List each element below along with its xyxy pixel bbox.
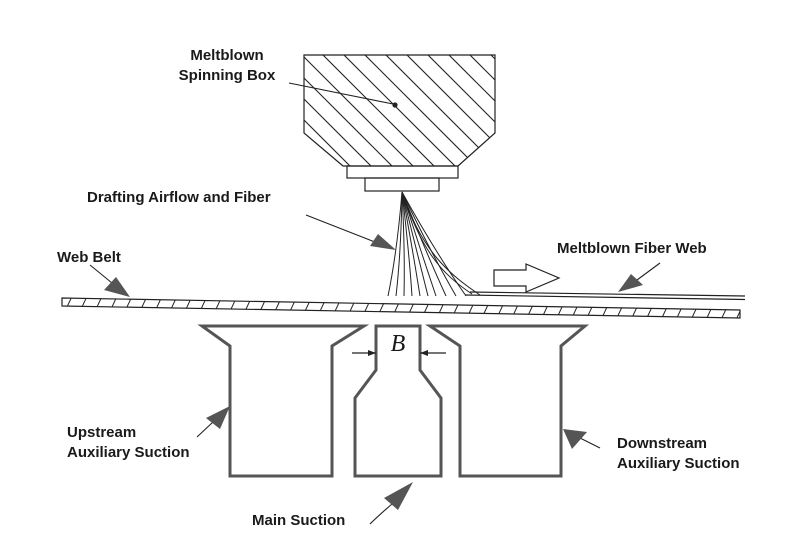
- die-block-upper: [346, 165, 459, 179]
- spinning-box-hatch-line: [304, 55, 407, 166]
- belt-hatch-line: [494, 298, 510, 318]
- label-spinning-box-line2: Spinning Box: [179, 67, 276, 84]
- gap-dimension-label: B: [391, 331, 406, 357]
- label-fiber-web: Meltblown Fiber Web: [557, 240, 707, 257]
- spinning-box-hatch-line: [560, 40, 700, 180]
- belt-hatch-line: [209, 298, 225, 318]
- spinning-box: [303, 40, 700, 192]
- arrowhead-main-suction: [384, 482, 413, 510]
- spinning-box-hatch-line: [391, 55, 495, 166]
- belt-hatch-line: [629, 298, 645, 318]
- belt-hatch-line: [254, 298, 270, 318]
- label-spinning-box-line1: Meltblown: [190, 47, 263, 64]
- arrowhead-upstream: [206, 406, 230, 429]
- die-block-lower: [364, 177, 440, 192]
- leader-spinning-box: [288, 82, 394, 105]
- belt-hatch-line: [464, 298, 480, 318]
- leader-upstream: [196, 421, 214, 438]
- belt-hatch-line: [344, 298, 360, 318]
- labels: Meltblown Spinning Box Drafting Airflow …: [57, 47, 740, 529]
- belt-hatch-line: [479, 298, 495, 318]
- belt-hatch-line: [404, 298, 420, 318]
- fiber-strand: [395, 191, 403, 297]
- belt-hatch-line: [314, 298, 330, 318]
- spinning-box-hatch-line: [412, 55, 495, 166]
- label-main-suction: Main Suction: [252, 512, 345, 529]
- leader-main-suction: [369, 503, 393, 525]
- spinning-box-hatch-line: [349, 55, 491, 166]
- label-upstream-line1: Upstream: [67, 424, 136, 441]
- fiber-strand: [401, 191, 405, 297]
- belt-hatch-line: [299, 298, 315, 318]
- arrowhead-fiber-web: [618, 274, 643, 292]
- fiber-strand: [387, 191, 403, 297]
- spinning-box-hatch-line: [433, 55, 495, 166]
- web-direction-arrow: [493, 263, 561, 293]
- belt-hatch-line: [614, 298, 630, 318]
- web-belt: [61, 297, 741, 319]
- spinning-box-hatch-line: [454, 55, 495, 166]
- fiber-strand: [401, 191, 413, 297]
- leader-lines: [89, 82, 661, 525]
- spinning-box-hatch-line: [475, 55, 495, 166]
- spinning-box-hatch-line: [539, 40, 679, 180]
- spinning-box-hatch-line: [370, 55, 495, 166]
- arrowhead-downstream: [563, 429, 587, 449]
- leader-web-belt: [89, 264, 113, 284]
- spinning-box-center-dot: [392, 102, 398, 108]
- spinning-box-hatch-line: [328, 55, 470, 166]
- belt-hatch-line: [269, 298, 285, 318]
- downstream-auxiliary-suction: [425, 324, 590, 478]
- fiber-strand: [401, 191, 467, 297]
- belt-hatch-line: [419, 298, 435, 318]
- belt-hatch-line: [449, 298, 465, 318]
- leader-airflow: [305, 214, 381, 245]
- label-downstream-line2: Auxiliary Suction: [617, 455, 740, 472]
- belt-hatch-line: [224, 298, 240, 318]
- belt-hatch-line: [194, 298, 210, 318]
- belt-hatch-line: [374, 298, 390, 318]
- belt-hatch-line: [329, 298, 345, 318]
- leader-downstream: [579, 437, 601, 449]
- spinning-box-hatch-line: [497, 40, 637, 180]
- spinning-box-hatch: [304, 40, 700, 180]
- belt-hatch-line: [659, 298, 675, 318]
- fiber-strand-curve: [401, 191, 481, 296]
- belt-hatch-line: [284, 298, 300, 318]
- arrowhead-airflow: [370, 234, 396, 250]
- belt-hatch-line: [644, 298, 660, 318]
- arrowhead-web-belt: [104, 277, 130, 297]
- belt-hatch-line: [239, 298, 255, 318]
- fiber-strand: [401, 191, 457, 297]
- label-web-belt: Web Belt: [57, 249, 121, 266]
- fiber-strand: [401, 191, 421, 297]
- fiber-airflow-fan: [387, 191, 481, 297]
- leader-arrowheads: [104, 234, 643, 510]
- leader-fiber-web: [636, 262, 661, 281]
- belt-hatch-line: [359, 298, 375, 318]
- belt-hatch-line: [434, 298, 450, 318]
- gap-dimension: [352, 350, 446, 356]
- label-airflow-fiber: Drafting Airflow and Fiber: [87, 189, 271, 206]
- upstream-auxiliary-suction: [197, 324, 370, 478]
- label-downstream-line1: Downstream: [617, 435, 707, 452]
- spinning-box-hatch-line: [304, 55, 365, 166]
- fiber-strand: [401, 191, 429, 297]
- fiber-strand-curve: [401, 191, 473, 295]
- belt-hatch-line: [389, 298, 405, 318]
- spinning-box-hatch-line: [307, 55, 449, 166]
- belt-hatch-line: [164, 298, 180, 318]
- spinning-box-hatch-line: [518, 40, 658, 180]
- spinning-box-hatch-line: [304, 55, 428, 166]
- label-upstream-line2: Auxiliary Suction: [67, 444, 190, 461]
- main-suction: [353, 324, 443, 478]
- fiber-web-layer: [464, 291, 746, 301]
- belt-hatch-line: [62, 298, 75, 318]
- belt-hatch-line: [179, 298, 195, 318]
- belt-hatch-line: [734, 298, 740, 318]
- spinning-box-hatch-line: [304, 55, 386, 166]
